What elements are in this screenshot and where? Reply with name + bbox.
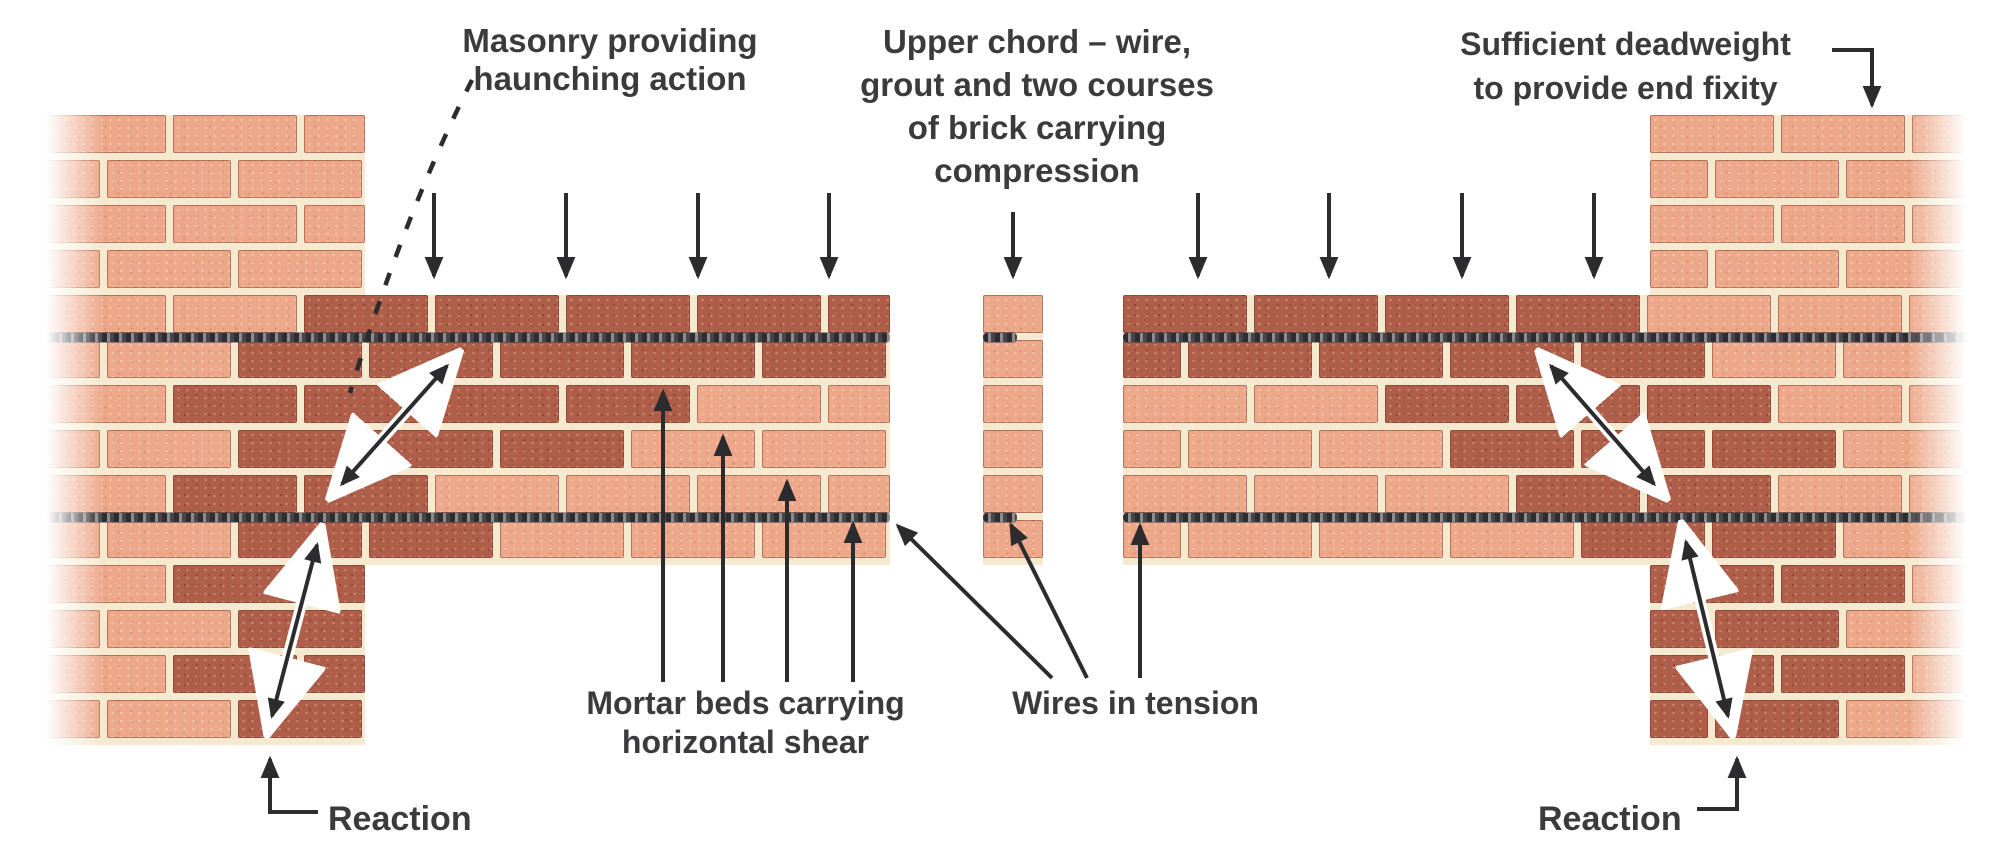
brick (1123, 475, 1247, 513)
brick (697, 475, 821, 513)
label-line: of brick carrying (907, 109, 1167, 146)
column-brick (983, 475, 1043, 513)
label-line: Upper chord – wire, (882, 23, 1192, 60)
brick (762, 520, 886, 558)
brick (1123, 385, 1247, 423)
label-wires-in-tension: Wires in tension (1012, 685, 1259, 721)
brick (762, 430, 886, 468)
brick (1650, 250, 1708, 288)
brick (107, 520, 231, 558)
brick (500, 520, 624, 558)
right-assembly-edge-fade (1905, 115, 1970, 745)
label-line: horizontal shear (621, 724, 870, 760)
brick (1781, 655, 1905, 693)
brick (566, 475, 690, 513)
label-line: grout and two courses (860, 66, 1214, 103)
brick (1254, 385, 1378, 423)
brick (631, 340, 755, 378)
column-brick (983, 385, 1043, 423)
label-reaction-right: Reaction (1538, 800, 1682, 838)
brick (631, 430, 755, 468)
brick (107, 700, 231, 738)
brick (1123, 430, 1181, 468)
label-line: Mortar beds carrying (586, 685, 905, 721)
brick (697, 385, 821, 423)
label-reaction-left: Reaction (328, 800, 472, 838)
brick (500, 340, 624, 378)
brick (173, 385, 297, 423)
brick (1319, 520, 1443, 558)
brick (1647, 295, 1771, 333)
brick (1319, 430, 1443, 468)
brick (1385, 475, 1509, 513)
label-mortar-beds: Mortar beds carrying horizontal shear (553, 684, 938, 762)
brick (369, 520, 493, 558)
brick (173, 295, 297, 333)
brick (762, 340, 886, 378)
column-brick (983, 340, 1043, 378)
brick (828, 295, 890, 333)
brick (828, 475, 890, 513)
label-line: to provide end fixity (1473, 70, 1778, 106)
brick (697, 295, 821, 333)
label-line: compression (934, 152, 1140, 189)
brick (238, 160, 362, 198)
brick (107, 160, 231, 198)
brick (828, 385, 890, 423)
label-masonry-haunching: Masonry providing haunching action (425, 22, 795, 98)
brick (107, 250, 231, 288)
brick (1385, 385, 1509, 423)
brick (1781, 565, 1905, 603)
brick (1781, 205, 1905, 243)
brick (1254, 475, 1378, 513)
brick (107, 340, 231, 378)
label-line: Masonry providing (462, 22, 758, 59)
brick (1650, 205, 1774, 243)
column-wire-upper (983, 333, 1017, 342)
brick (1450, 520, 1574, 558)
brick (107, 610, 231, 648)
brick (1516, 295, 1640, 333)
brick (1712, 340, 1836, 378)
brick (1715, 160, 1839, 198)
brick (1188, 340, 1312, 378)
column-wire-lower (983, 513, 1017, 522)
brick (173, 115, 297, 153)
column-brick (983, 430, 1043, 468)
label-upper-chord: Upper chord – wire, grout and two course… (822, 20, 1252, 192)
label-line: Sufficient deadweight (1460, 26, 1791, 62)
brick (1123, 295, 1247, 333)
brick (1778, 295, 1902, 333)
column-brick (983, 295, 1043, 333)
brick (1385, 295, 1509, 333)
label-deadweight: Sufficient deadweight to provide end fix… (1443, 22, 1808, 110)
brick (631, 520, 755, 558)
right-assembly-upper-wire (1123, 333, 1970, 342)
left-assembly-edge-fade (42, 115, 107, 745)
brick (1650, 115, 1774, 153)
brick (1254, 295, 1378, 333)
right-assembly-lower-wire (1123, 513, 1970, 522)
brick (1781, 115, 1905, 153)
brick (1715, 250, 1839, 288)
brick (1650, 160, 1708, 198)
brick (1778, 475, 1902, 513)
brick (566, 295, 690, 333)
label-line: haunching action (473, 60, 747, 97)
brick (500, 430, 624, 468)
brick (1188, 430, 1312, 468)
brick (173, 205, 297, 243)
left-assembly-lower-wire (42, 513, 890, 522)
brick (1712, 430, 1836, 468)
brick (238, 250, 362, 288)
brick (173, 475, 297, 513)
brick (1778, 385, 1902, 423)
brick (107, 430, 231, 468)
